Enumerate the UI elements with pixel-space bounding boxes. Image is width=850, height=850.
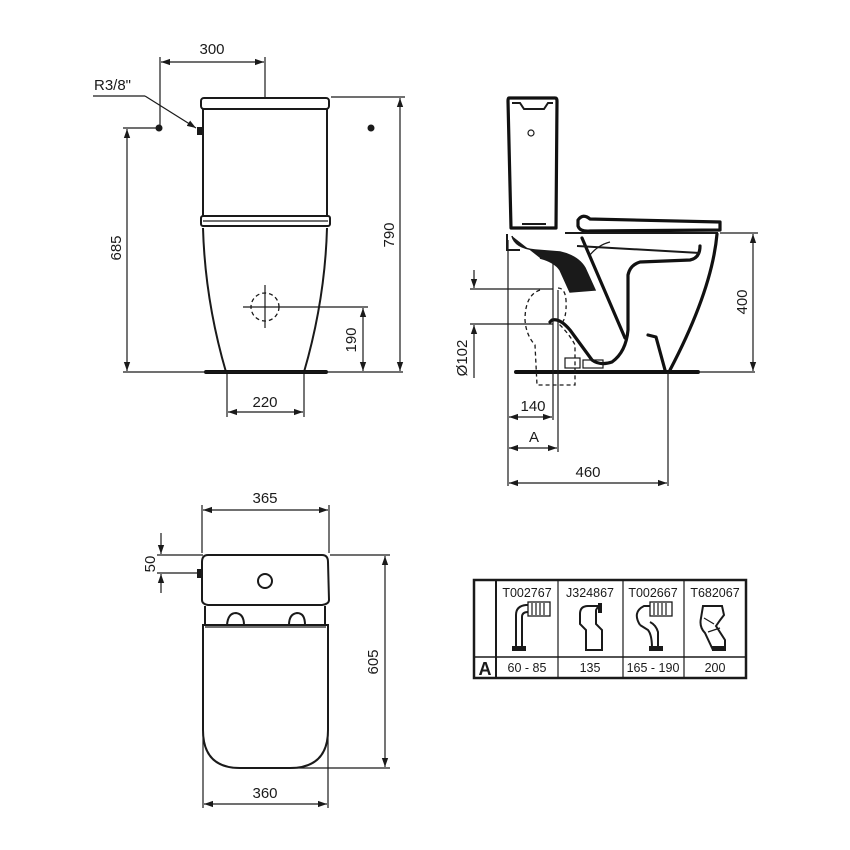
seat-lid-top — [202, 624, 329, 769]
dim-seat-height: 400 — [734, 289, 751, 314]
connector-value-4: 200 — [705, 661, 726, 675]
dim-inlet-height: 685 — [108, 235, 125, 260]
connector-value-3: 165 - 190 — [627, 661, 680, 675]
dim-outlet-diameter: Ø102 — [454, 340, 471, 377]
bowl-front — [668, 232, 719, 372]
flush-button — [257, 573, 273, 589]
tank-lid — [200, 97, 330, 110]
inlet-label: R3/8" — [94, 77, 131, 94]
dim-outlet-offset: 140 — [520, 398, 545, 415]
dim-inlet-offset: 50 — [142, 556, 159, 573]
dim-total-depth-side: 460 — [575, 464, 600, 481]
tank-bowl-seam — [200, 215, 331, 227]
bowl-left-edge — [202, 227, 227, 373]
dim-total-height: 790 — [381, 222, 398, 247]
dim-tank-width: 365 — [252, 490, 277, 507]
dim-total-depth-top: 605 — [365, 649, 382, 674]
connector-table: A T002767 J324867 T002667 T682067 60 - 8… — [472, 578, 748, 680]
bowl-right-edge — [303, 227, 328, 373]
front-view: 300 R3/8" 685 790 190 220 — [93, 41, 405, 417]
s-trap-connector-icon — [635, 601, 673, 651]
connector-code-2: J324867 — [566, 586, 614, 600]
angled-connector-icon — [699, 605, 726, 651]
table-row-label: A — [479, 659, 492, 679]
dim-tank-offset: 300 — [199, 41, 224, 58]
connector-code-1: T002767 — [502, 586, 551, 600]
inlet-connector — [197, 127, 202, 135]
top-view: 365 50 605 360 — [142, 490, 390, 808]
connector-code-3: T002667 — [628, 586, 677, 600]
side-view: Ø102 400 140 A 460 — [454, 96, 758, 487]
tank-top — [201, 554, 331, 606]
elbow-connector-icon — [512, 601, 551, 651]
offset-connector-icon — [579, 603, 603, 651]
bowl-trap — [548, 244, 702, 366]
connector-value-1: 60 - 85 — [508, 661, 547, 675]
connector-value-2: 135 — [580, 661, 601, 675]
outlet-pipe-dashed — [524, 287, 576, 386]
dim-base-width: 220 — [252, 394, 277, 411]
tank-side — [506, 96, 559, 230]
seat-lid — [576, 214, 722, 233]
dim-bowl-width: 360 — [252, 785, 277, 802]
dim-variable-a: A — [529, 429, 539, 446]
connector-code-4: T682067 — [690, 586, 739, 600]
dim-outlet-height: 190 — [343, 327, 360, 352]
